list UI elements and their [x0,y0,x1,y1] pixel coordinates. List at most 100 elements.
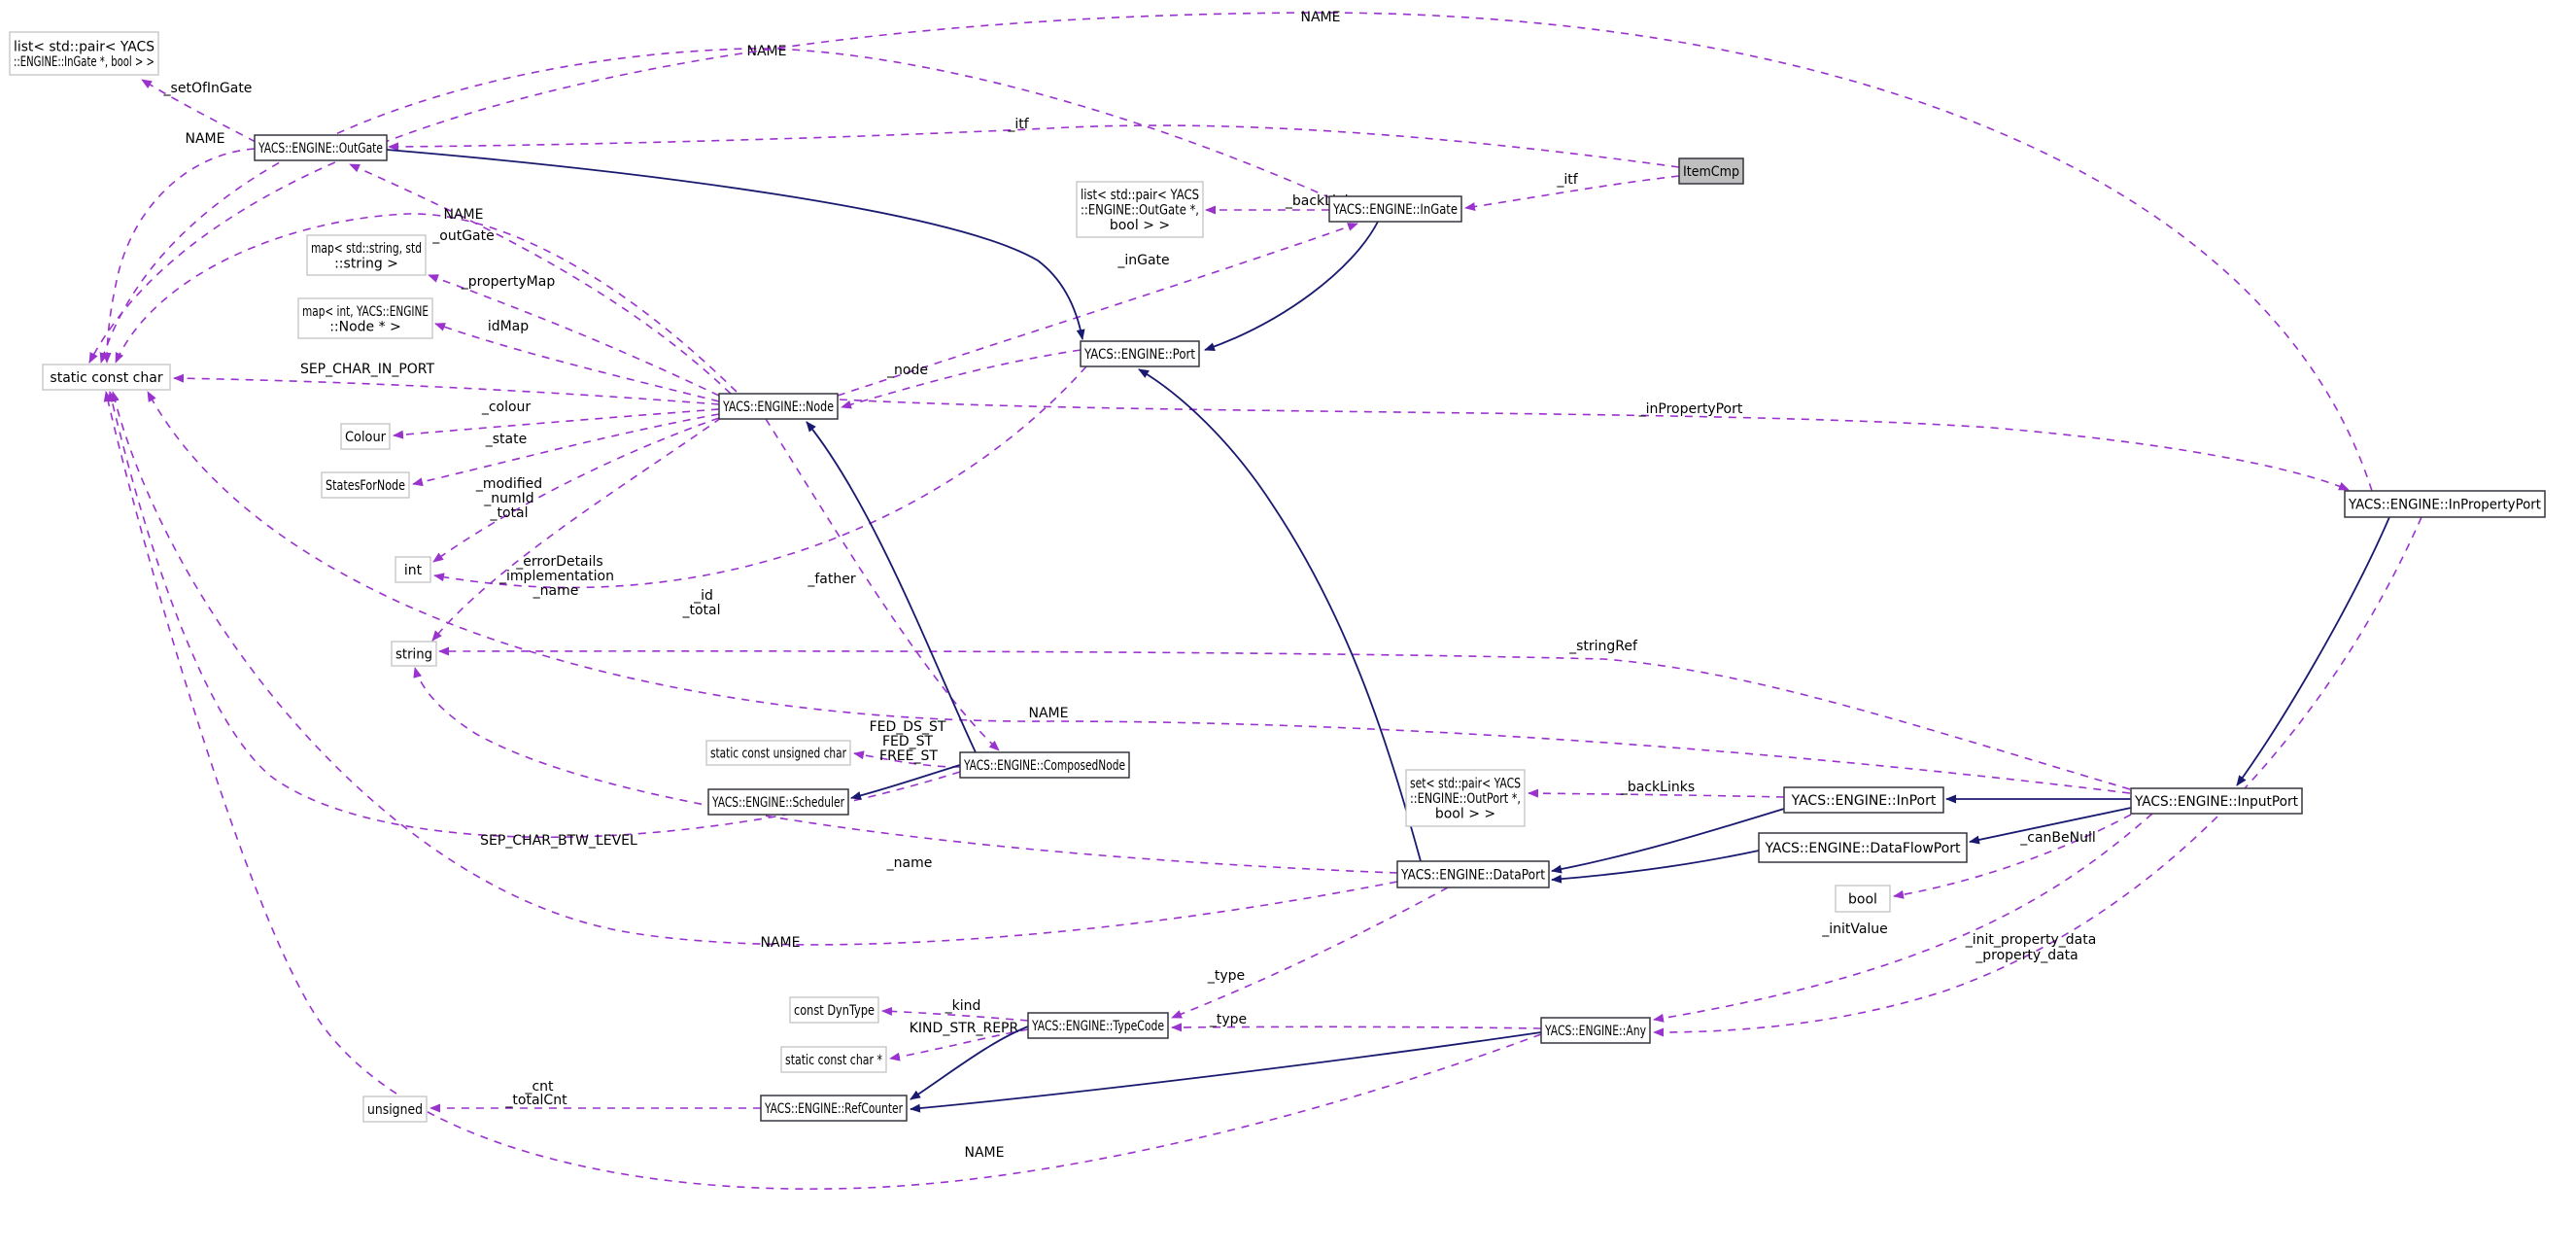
usage-edge-line [103,391,1542,1190]
node-colour: Colour [340,423,391,450]
node-label: YACS::ENGINE::InPropertyPort [2348,498,2541,513]
node-dataflowport[interactable]: YACS::ENGINE::DataFlowPort [1758,832,1968,863]
node-ingate[interactable]: YACS::ENGINE::InGate [1328,195,1462,223]
usage-edge-line [147,391,2131,794]
node-any[interactable]: YACS::ENGINE::Any [1540,1017,1651,1044]
node-outgate[interactable]: YACS::ENGINE::OutGate [254,134,388,161]
node-composednode[interactable]: YACS::ENGINE::ComposedNode [959,751,1130,779]
usage-edge-line [413,667,1398,874]
node-port[interactable]: YACS::ENGINE::Port [1080,340,1200,367]
usage-edge-line [889,1028,1029,1061]
usage-edge-line [1528,788,1785,798]
node-label: map< int, YACS::ENGINE [302,304,429,320]
edge-label: _name [886,855,933,871]
edge-label: _total [681,603,720,618]
edge-label: _inPropertyPort [1638,401,1743,417]
node-typecode[interactable]: YACS::ENGINE::TypeCode [1027,1012,1169,1039]
class-box[interactable] [1328,195,1462,223]
node-refcounter[interactable]: YACS::ENGINE::RefCounter [760,1095,908,1122]
edge-label: _numId [483,491,533,506]
edge-u-idmap: idMap [434,319,720,402]
node-bool: bool [1835,885,1891,913]
class-box[interactable] [1080,340,1200,367]
node-label: YACS::ENGINE::Port [1083,347,1195,363]
usage-edge-line [99,48,1332,364]
edge-label: _setOfInGate [163,81,253,96]
edge-u-setofingate: _setOfInGate [141,79,257,143]
class-box[interactable] [1540,1017,1651,1044]
edge-label: FED_ST [882,734,934,749]
edge-i-dataport-port [1138,368,1422,862]
usage-edge-line [1464,175,1680,211]
node-label: bool > > [1435,807,1495,822]
node-static-const-uchar: static const unsigned char [705,740,851,766]
edge-u-name-dataport: NAME [111,391,1398,951]
edge-u-type-any: _type [1171,1012,1542,1032]
node-node[interactable]: YACS::ENGINE::Node [718,393,839,420]
edge-label: _itf [1007,117,1029,132]
inheritance-edge-line [910,1031,1542,1113]
node-label: bool [1848,892,1877,908]
class-box[interactable] [760,1095,908,1122]
usage-edge-line [438,646,2131,790]
node-int: int [395,556,431,583]
edge-label: _inGate [1116,253,1169,268]
usage-edge-line [393,408,720,439]
edge-i-dataflowport-dataport [1551,850,1760,884]
node-label: static const unsigned char [710,747,846,762]
type-box [362,1096,428,1123]
edge-u-name-ingate: NAME [99,44,1332,364]
edge-i-any-refcounter [910,1031,1542,1113]
edge-i-inputport-dataflowport [1969,807,2132,845]
usage-edge-line [111,391,1398,946]
node-static-const-char-ptr: static const char * [780,1046,887,1073]
usage-edge-line [765,418,1000,751]
edge-u-init-property-data: _init_property_data_property_data [1653,516,2422,1037]
edge-i-inport-dataport [1551,808,1785,874]
node-inputport[interactable]: YACS::ENGINE::InputPort [2130,787,2303,815]
inheritance-edge-line [1551,808,1785,874]
class-box[interactable] [2130,787,2303,815]
type-box [297,297,433,339]
class-box[interactable] [1758,832,1968,863]
node-map-int: map< int, YACS::ENGINE::Node * > [297,297,433,339]
class-box[interactable] [1783,786,1944,814]
edge-u-father: _father [765,418,1000,751]
edge-label: NAME [965,1145,1005,1161]
type-box [1405,769,1526,827]
node-label: YACS::ENGINE::InputPort [2134,794,2298,810]
edge-label: _initValue [1821,922,1888,937]
usage-edge-line [1653,516,2422,1037]
usage-edge-line [428,274,720,397]
node-dataport[interactable]: YACS::ENGINE::DataPort [1396,860,1550,888]
node-inport[interactable]: YACS::ENGINE::InPort [1783,786,1944,814]
edge-i-ingate-port [1204,221,1379,351]
usage-edge-line [115,213,738,393]
node-unsigned: unsigned [362,1096,428,1123]
edge-u-outgate-member: _outGate [349,163,732,395]
inheritance-edge-line [386,149,1085,340]
node-inpropertyport[interactable]: YACS::ENGINE::InPropertyPort [2344,490,2546,518]
edge-label: _backLinks [1620,780,1695,795]
class-box[interactable] [718,393,839,420]
edge-label: _total [489,505,528,521]
class-box[interactable] [959,751,1130,779]
edge-label: idMap [488,319,529,334]
node-label: YACS::ENGINE::DataFlowPort [1764,841,1961,856]
type-box [306,234,427,276]
node-label: ::ENGINE::OutPort *, [1410,791,1521,807]
node-label: ::Node * > [329,319,401,334]
node-scheduler[interactable]: YACS::ENGINE::Scheduler [707,788,849,816]
class-box[interactable] [1027,1012,1169,1039]
node-label: string [395,647,432,663]
usage-edge-line [841,349,1082,409]
inheritance-edge-line [806,421,977,753]
class-box[interactable] [2344,490,2546,518]
class-box[interactable] [254,134,388,161]
edge-u-id-total: _id_total [433,365,1087,618]
class-box[interactable] [1396,860,1550,888]
edge-u-kind-str-repr: KIND_STR_REPR [889,1021,1029,1061]
class-box[interactable] [707,788,849,816]
edge-u-backlinks-inport: _backLinks [1528,780,1785,798]
